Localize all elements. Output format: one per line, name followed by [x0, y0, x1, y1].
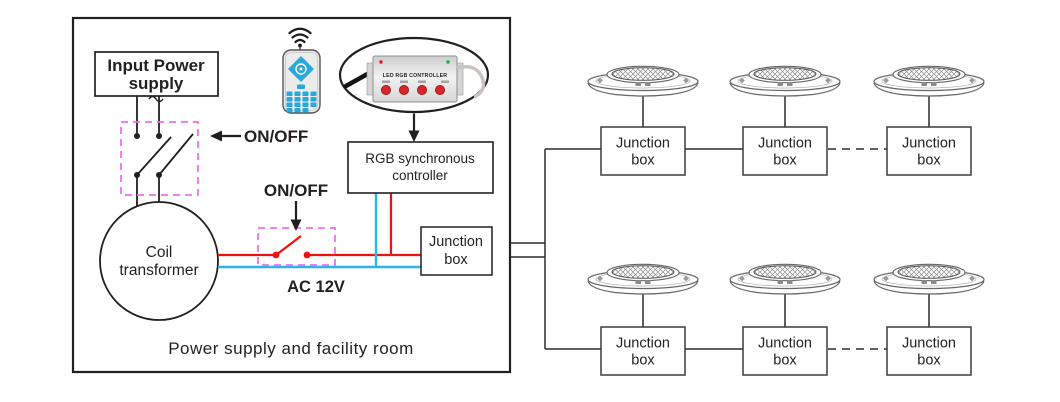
rgb-controller-photo: LED RGB CONTROLLER [338, 36, 490, 114]
remote-keypad [286, 91, 317, 113]
pool-light-icon [729, 65, 841, 97]
controller-flange-left [366, 62, 374, 96]
mains-switch-wires [136, 95, 194, 206]
main-switch-label: ON/OFF [244, 127, 308, 146]
switch-contact-dots [134, 133, 162, 178]
wifi-icon [288, 27, 312, 44]
left-arrowhead-icon [210, 130, 222, 142]
input-power-supply-box [94, 51, 219, 97]
facility-room-label: Power supply and facility room [168, 339, 414, 358]
controller-body [372, 55, 458, 103]
ac-voltage-label: AC 12V [287, 278, 345, 296]
remote-control [282, 27, 321, 114]
main-junction-box [420, 226, 493, 276]
pool-light-icon [587, 65, 699, 97]
junction-box [600, 326, 686, 376]
junction-box [742, 126, 828, 176]
cable-squiggle [148, 95, 164, 103]
ac-switch-dot [272, 251, 280, 259]
pool-light-icon [873, 65, 985, 97]
switch-blade [158, 133, 194, 176]
pool-light-icon [587, 263, 699, 295]
remote-button [297, 84, 305, 89]
bottom-row-light-drops [642, 290, 930, 327]
mains-switch-dashed-box [120, 121, 199, 196]
controller-buttons [380, 85, 445, 96]
wifi-dot [298, 43, 302, 48]
down-arrowhead-icon [290, 219, 302, 231]
ac-switch-blade [275, 235, 302, 256]
power-led [379, 60, 383, 64]
ac-switch-dot [303, 251, 311, 259]
rgb-controller-box [347, 141, 494, 194]
controller-cable [456, 65, 486, 99]
red-wire [218, 193, 421, 257]
remote-nav-ring [295, 63, 307, 75]
switch-blade [136, 136, 172, 176]
coil-transformer-circle [99, 201, 219, 321]
ac-switch-label: ON/OFF [264, 181, 328, 200]
top-row-light-drops [642, 92, 930, 127]
controller-device-text: LED RGB CONTROLLER [383, 73, 447, 79]
remote-nav-center [299, 67, 303, 71]
junction-box [742, 326, 828, 376]
junction-box [886, 326, 972, 376]
blue-wire [218, 193, 421, 269]
pool-light-icon [729, 263, 841, 295]
junction-box [600, 126, 686, 176]
pool-light-icon [873, 263, 985, 295]
remote-body-inner [285, 52, 318, 111]
junction-box [886, 126, 972, 176]
down-arrowhead-icon [408, 130, 420, 142]
button-labels [382, 80, 449, 83]
distribution-wiring [492, 92, 930, 350]
status-led [446, 60, 450, 64]
